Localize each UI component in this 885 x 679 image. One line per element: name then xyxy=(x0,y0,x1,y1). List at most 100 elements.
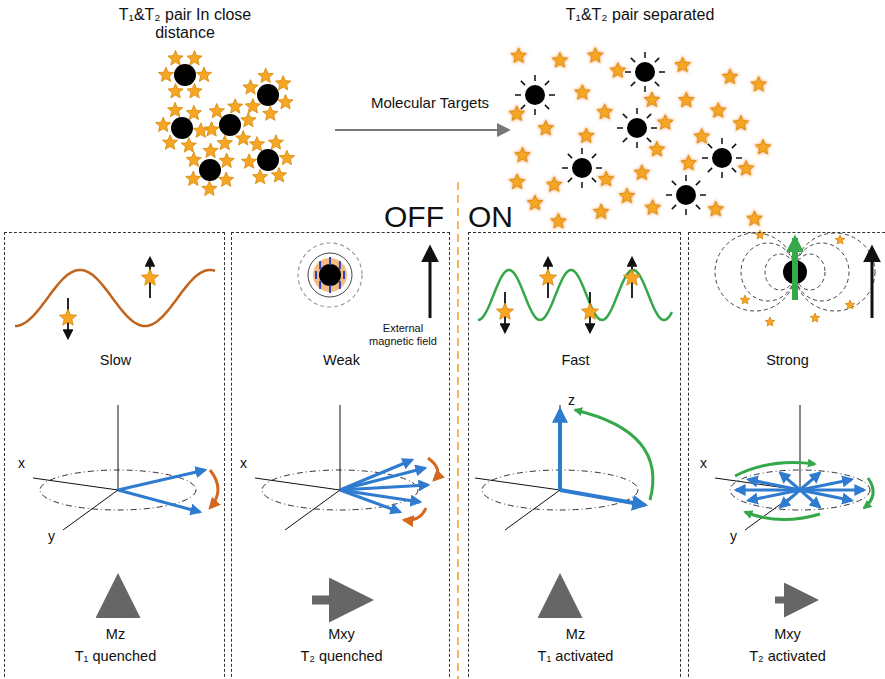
star xyxy=(706,199,725,217)
star xyxy=(163,135,178,150)
star xyxy=(507,104,526,122)
star xyxy=(711,103,726,118)
star xyxy=(209,103,224,117)
ray xyxy=(700,194,706,196)
z-axis xyxy=(800,405,801,490)
star xyxy=(511,48,526,63)
star xyxy=(681,155,696,169)
star-glow xyxy=(737,159,756,177)
dashed-panel: SlowMzT₁ quenched xyxy=(4,232,225,679)
star xyxy=(268,135,283,150)
ray xyxy=(647,138,651,142)
star-glow xyxy=(679,153,698,171)
star-glow xyxy=(642,90,661,108)
star-glow xyxy=(656,113,675,131)
wave xyxy=(15,270,215,326)
magnetization-vector xyxy=(340,460,412,490)
ray xyxy=(636,142,638,148)
magnetization-vector xyxy=(340,490,400,512)
ray xyxy=(672,205,676,209)
ray xyxy=(631,58,635,62)
star xyxy=(755,139,770,154)
star xyxy=(677,90,696,108)
star xyxy=(645,200,660,215)
ray xyxy=(655,82,659,86)
star xyxy=(536,118,555,136)
ray xyxy=(708,144,712,148)
state-label: T₁ quenched xyxy=(5,647,226,666)
ray xyxy=(655,58,659,62)
star xyxy=(217,135,232,150)
star xyxy=(708,201,723,216)
star xyxy=(608,61,627,79)
spin-arrow xyxy=(339,261,341,269)
ray xyxy=(549,94,555,96)
star xyxy=(168,84,183,98)
ray xyxy=(568,154,572,158)
star xyxy=(595,102,614,120)
star-glow xyxy=(577,126,596,144)
spin-arrow xyxy=(319,261,321,269)
star xyxy=(187,51,202,66)
rotation-arrow xyxy=(735,463,815,477)
z-axis xyxy=(118,405,119,490)
star-glow xyxy=(721,67,740,85)
y-axis xyxy=(745,490,800,530)
ray xyxy=(592,178,596,182)
ray xyxy=(696,205,700,209)
star xyxy=(551,214,566,229)
star xyxy=(739,161,754,176)
spin-arrow xyxy=(339,281,341,289)
star xyxy=(271,168,286,183)
star xyxy=(550,51,569,69)
ray xyxy=(545,105,549,109)
ray xyxy=(617,127,623,129)
star xyxy=(203,143,218,158)
star xyxy=(158,67,173,82)
ray xyxy=(736,157,742,159)
magnetization-vector xyxy=(780,473,800,490)
state-caption: T₁&T₂ pair separated xyxy=(565,6,715,24)
star xyxy=(168,51,183,66)
star-glow xyxy=(749,75,768,93)
star xyxy=(156,117,171,132)
weak-field xyxy=(298,243,430,318)
ray xyxy=(644,86,646,92)
star xyxy=(745,209,764,227)
star xyxy=(219,153,234,168)
star xyxy=(810,313,820,322)
star xyxy=(649,142,664,157)
ray xyxy=(581,182,583,188)
y-axis xyxy=(505,490,560,530)
star xyxy=(749,75,768,93)
star xyxy=(547,177,562,192)
star xyxy=(193,123,208,137)
star xyxy=(236,131,251,146)
star xyxy=(278,94,293,109)
star xyxy=(592,202,611,220)
star-glow xyxy=(586,46,605,64)
ray xyxy=(685,175,687,181)
star xyxy=(642,90,661,108)
star xyxy=(242,154,257,169)
dashed-panel: StrongMxyT₂ activated xyxy=(688,232,885,679)
star xyxy=(549,212,568,230)
star xyxy=(709,101,728,119)
star xyxy=(515,147,530,161)
star xyxy=(740,295,750,304)
star xyxy=(694,129,709,144)
star xyxy=(581,303,598,319)
state-caption: T₁&T₂ pair In close distance xyxy=(110,6,260,43)
axis-label: x xyxy=(18,455,25,471)
star xyxy=(526,193,545,211)
star xyxy=(588,48,603,63)
star xyxy=(158,67,173,82)
star xyxy=(634,165,649,180)
star xyxy=(219,172,234,186)
particle xyxy=(199,159,221,181)
star xyxy=(539,269,556,285)
star xyxy=(510,174,525,189)
ray xyxy=(721,138,723,144)
star-glow xyxy=(731,114,750,132)
star xyxy=(141,269,158,285)
